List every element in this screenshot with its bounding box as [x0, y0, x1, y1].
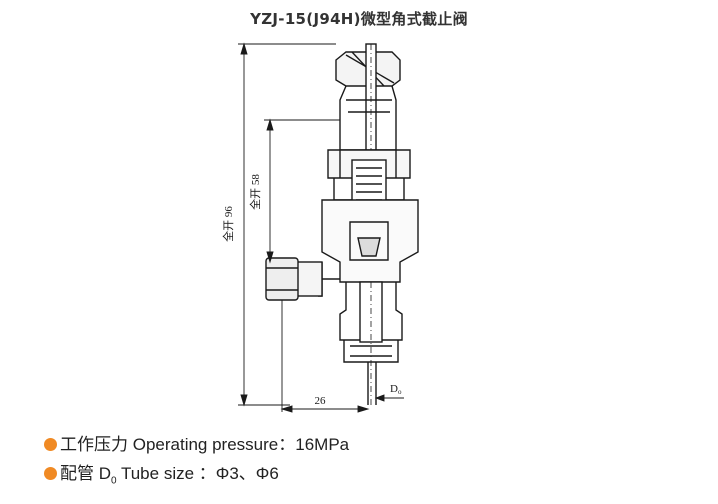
spec-label-sub: 0 — [111, 475, 117, 487]
spec-separator: ： — [198, 464, 216, 483]
spec-operating-pressure: 工作压力 Operating pressure：16MPa — [44, 430, 349, 455]
spec-value: 16MPa — [295, 435, 350, 454]
spec-label-pre: 配管 D — [60, 464, 111, 483]
dim-full-open-96: 全开 96 — [221, 206, 235, 242]
bullet-dot-icon — [44, 467, 57, 480]
valve-body — [265, 43, 419, 405]
dim-d0-letter: D — [390, 383, 398, 395]
spec-label-post: Tube size — [116, 464, 199, 483]
dim-d0: Do — [390, 383, 402, 396]
valve-drawing: 全开 96 全开 58 26 Do — [221, 42, 419, 413]
spec-value: Φ3、Φ6 — [215, 464, 279, 483]
dim-full-open-58: 全开 58 — [248, 174, 262, 210]
spec-tube-size: 配管 D0 Tube size ：Φ3、Φ6 — [44, 459, 279, 486]
dim-horizontal-26: 26 — [315, 395, 327, 407]
page-title: YZJ-15(J94H)微型角式截止阀 — [250, 10, 468, 28]
dimension-lines — [238, 42, 404, 413]
dim-d0-sub: o — [398, 388, 402, 396]
spec-label: 工作压力 Operating pressure — [60, 435, 279, 454]
spec-separator: ： — [278, 435, 296, 454]
bullet-dot-icon — [44, 438, 57, 451]
